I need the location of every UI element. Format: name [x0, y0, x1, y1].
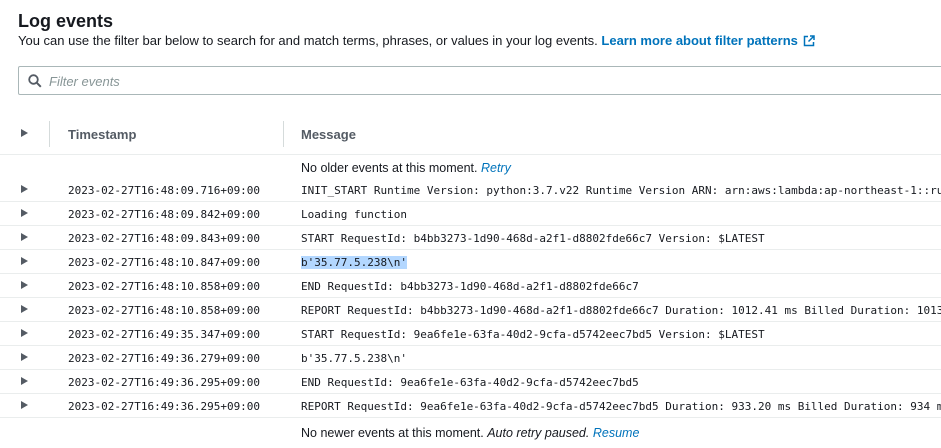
- row-timestamp: 2023-02-27T16:48:10.847+09:00: [68, 256, 261, 269]
- row-message-text: INIT_START Runtime Version: python:3.7.v…: [301, 184, 941, 197]
- expand-row-icon[interactable]: [21, 209, 28, 217]
- row-timestamp: 2023-02-27T16:48:10.858+09:00: [68, 280, 261, 293]
- timestamp-column-header[interactable]: Timestamp: [68, 127, 137, 142]
- newer-notice-text: No newer events at this moment.: [301, 426, 484, 440]
- table-row[interactable]: 2023-02-27T16:49:35.347+09:00 START Reque…: [0, 322, 941, 346]
- table-row[interactable]: 2023-02-27T16:49:36.295+09:00 END Request…: [0, 370, 941, 394]
- older-events-notice: No older events at this moment. Retry: [301, 161, 511, 175]
- expand-row-icon[interactable]: [21, 329, 28, 337]
- row-timestamp: 2023-02-27T16:49:36.279+09:00: [68, 352, 261, 365]
- page-title: Log events: [18, 11, 114, 31]
- table-row[interactable]: 2023-02-27T16:48:09.716+09:00 INIT_START …: [0, 178, 941, 202]
- older-notice-text: No older events at this moment.: [301, 161, 478, 175]
- row-message: REPORT RequestId: b4bb3273-1d90-468d-a2f…: [301, 304, 941, 317]
- expand-row-icon[interactable]: [21, 257, 28, 265]
- column-divider[interactable]: [49, 121, 50, 147]
- row-message: b'35.77.5.238\n': [301, 256, 941, 269]
- row-message: INIT_START Runtime Version: python:3.7.v…: [301, 184, 941, 197]
- filter-events-input[interactable]: [49, 71, 649, 91]
- expand-row-icon[interactable]: [21, 233, 28, 241]
- row-message-text: START RequestId: b4bb3273-1d90-468d-a2f1…: [301, 232, 765, 245]
- row-message-text: END RequestId: b4bb3273-1d90-468d-a2f1-d…: [301, 280, 639, 293]
- learn-more-label: Learn more about filter patterns: [601, 33, 798, 48]
- row-message-text: REPORT RequestId: b4bb3273-1d90-468d-a2f…: [301, 304, 941, 317]
- auto-retry-status: Auto retry paused.: [487, 426, 590, 440]
- expand-row-icon[interactable]: [21, 185, 28, 193]
- description-text: You can use the filter bar below to sear…: [18, 33, 598, 48]
- row-message: START RequestId: b4bb3273-1d90-468d-a2f1…: [301, 232, 941, 245]
- row-timestamp: 2023-02-27T16:48:09.716+09:00: [68, 184, 261, 197]
- expand-row-icon[interactable]: [21, 305, 28, 313]
- row-timestamp: 2023-02-27T16:48:10.858+09:00: [68, 304, 261, 317]
- row-message: Loading function: [301, 208, 941, 221]
- row-message: REPORT RequestId: 9ea6fe1e-63fa-40d2-9cf…: [301, 400, 941, 413]
- learn-more-link[interactable]: Learn more about filter patterns: [601, 33, 815, 48]
- row-message-text: END RequestId: 9ea6fe1e-63fa-40d2-9cfa-d…: [301, 376, 639, 389]
- row-message: START RequestId: 9ea6fe1e-63fa-40d2-9cfa…: [301, 328, 941, 341]
- external-link-icon: [803, 35, 815, 47]
- row-timestamp: 2023-02-27T16:49:36.295+09:00: [68, 376, 261, 389]
- row-message: b'35.77.5.238\n': [301, 352, 941, 365]
- row-timestamp: 2023-02-27T16:49:35.347+09:00: [68, 328, 261, 341]
- retry-link[interactable]: Retry: [480, 161, 511, 175]
- table-row[interactable]: 2023-02-27T16:49:36.295+09:00 REPORT Requ…: [0, 394, 941, 418]
- table-row[interactable]: 2023-02-27T16:49:36.279+09:00 b'35.77.5.2…: [0, 346, 941, 370]
- description: You can use the filter bar below to sear…: [18, 33, 815, 48]
- message-column-header[interactable]: Message: [301, 127, 356, 142]
- expand-row-icon[interactable]: [21, 401, 28, 409]
- row-message-text: b'35.77.5.238\n': [301, 352, 407, 365]
- column-divider[interactable]: [283, 121, 284, 147]
- table-row[interactable]: 2023-02-27T16:48:10.858+09:00 REPORT Requ…: [0, 298, 941, 322]
- table-header: Timestamp Message: [0, 113, 941, 155]
- expand-row-icon[interactable]: [21, 281, 28, 289]
- row-message-text: b'35.77.5.238\n': [301, 256, 407, 269]
- row-message: END RequestId: 9ea6fe1e-63fa-40d2-9cfa-d…: [301, 376, 941, 389]
- row-message-text: Loading function: [301, 208, 407, 221]
- newer-events-notice: No newer events at this moment. Auto ret…: [301, 426, 639, 440]
- table-row[interactable]: 2023-02-27T16:48:10.858+09:00 END Request…: [0, 274, 941, 298]
- expand-all-icon[interactable]: [21, 129, 28, 137]
- table-row[interactable]: 2023-02-27T16:48:09.843+09:00 START Reque…: [0, 226, 941, 250]
- expand-row-icon[interactable]: [21, 353, 28, 361]
- row-timestamp: 2023-02-27T16:48:09.842+09:00: [68, 208, 261, 221]
- row-message: END RequestId: b4bb3273-1d90-468d-a2f1-d…: [301, 280, 941, 293]
- search-icon: [28, 74, 42, 88]
- row-timestamp: 2023-02-27T16:49:36.295+09:00: [68, 400, 261, 413]
- row-message-text: REPORT RequestId: 9ea6fe1e-63fa-40d2-9cf…: [301, 400, 941, 413]
- row-timestamp: 2023-02-27T16:48:09.843+09:00: [68, 232, 261, 245]
- table-row[interactable]: 2023-02-27T16:48:09.842+09:00 Loading fun…: [0, 202, 941, 226]
- expand-row-icon[interactable]: [21, 377, 28, 385]
- table-row[interactable]: 2023-02-27T16:48:10.847+09:00 b'35.77.5.2…: [0, 250, 941, 274]
- filter-bar[interactable]: [18, 66, 941, 95]
- row-message-text: START RequestId: 9ea6fe1e-63fa-40d2-9cfa…: [301, 328, 765, 341]
- resume-link[interactable]: Resume: [592, 426, 640, 440]
